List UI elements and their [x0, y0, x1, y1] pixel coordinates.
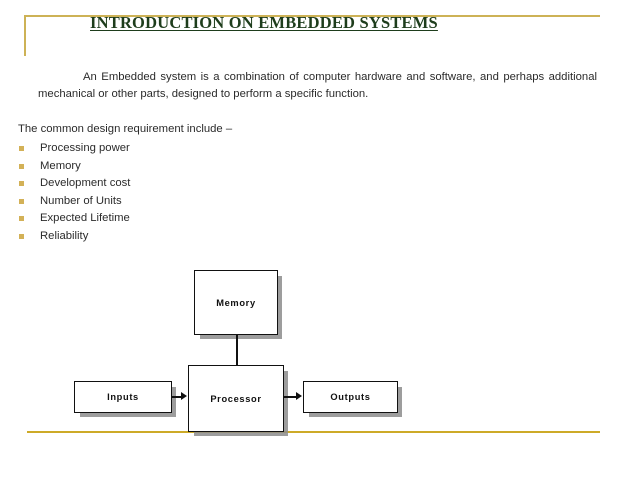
list-item: Development cost	[18, 175, 318, 193]
square-bullet-icon	[19, 198, 24, 204]
top-accent-rule	[24, 15, 600, 17]
list-item-label: Development cost	[40, 177, 131, 190]
list-item-label: Expected Lifetime	[40, 212, 130, 225]
node-label: Processor	[210, 393, 262, 404]
list-item: Processing power	[18, 140, 318, 158]
list-item: Memory	[18, 158, 318, 176]
list-item: Reliability	[18, 228, 318, 246]
arrow-processor-to-outputs-shaft	[284, 396, 297, 398]
requirements-list: Processing power Memory Development cost…	[18, 140, 318, 246]
connector-memory-to-processor	[236, 335, 238, 365]
node-label: Inputs	[107, 392, 139, 402]
arrow-processor-to-outputs-head	[296, 392, 302, 400]
requirements-lead-line: The common design requirement include –	[18, 123, 233, 135]
square-bullet-icon	[19, 146, 24, 151]
list-item: Number of Units	[18, 193, 318, 211]
square-bullet-icon	[19, 163, 24, 169]
list-item-label: Number of Units	[40, 194, 122, 207]
list-item-label: Processing power	[40, 142, 130, 154]
list-item-label: Reliability	[40, 229, 89, 242]
node-label: Outputs	[330, 392, 371, 402]
node-label: Memory	[216, 297, 256, 308]
list-item-label: Memory	[40, 159, 81, 172]
diagram-node-inputs: Inputs	[74, 381, 172, 413]
arrow-inputs-to-processor-head	[181, 392, 187, 400]
slide-title: INTRODUCTION ON EMBEDDED SYSTEMS	[90, 13, 438, 32]
bottom-accent-rule	[27, 431, 600, 433]
square-bullet-icon	[19, 181, 24, 187]
list-item: Expected Lifetime	[18, 210, 318, 228]
square-bullet-icon	[19, 233, 24, 239]
square-bullet-icon	[19, 216, 24, 222]
intro-paragraph: An Embedded system is a combination of c…	[38, 71, 597, 100]
left-accent-rule	[24, 15, 26, 56]
diagram-node-processor: Processor	[188, 365, 284, 432]
diagram-node-outputs: Outputs	[303, 381, 398, 413]
arrow-inputs-to-processor-shaft	[172, 396, 182, 398]
diagram-node-memory: Memory	[194, 270, 278, 335]
